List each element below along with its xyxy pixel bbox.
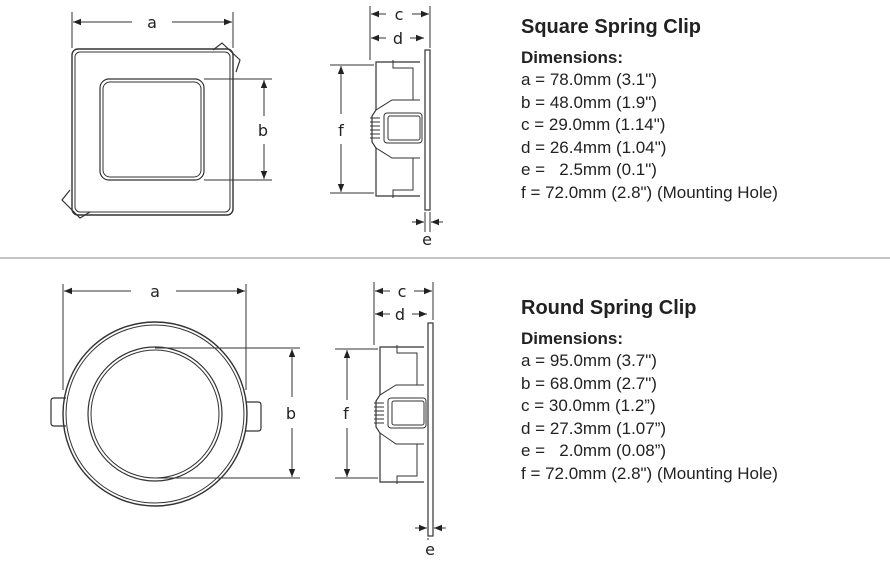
square-front-view [61, 12, 272, 219]
round-title: Round Spring Clip [521, 297, 697, 319]
round-side-view [335, 282, 446, 540]
square-dimensions-heading: Dimensions: [521, 48, 624, 67]
round-dim-f: f = 72.0mm (2.8") (Mounting Hole) [521, 463, 778, 483]
round-dim-b: b = 68.0mm (2.7") [521, 373, 657, 393]
square-dim-c: c = 29.0mm (1.14") [521, 115, 666, 134]
round-label-e: e [425, 540, 435, 559]
square-label-a: a [147, 13, 157, 32]
round-label-c: c [398, 282, 407, 301]
square-dim-a: a = 78.0mm (3.1") [521, 70, 657, 89]
square-label-b: b [258, 121, 268, 140]
square-spec-block: Square Spring Clip Dimensions: a = 78.0m… [521, 16, 778, 204]
square-dim-b: b = 48.0mm (1.9") [521, 92, 657, 112]
square-dim-d: d = 26.4mm (1.04") [521, 137, 667, 157]
round-spec-block: Round Spring Clip Dimensions: a = 95.0mm… [521, 297, 778, 485]
round-label-a: a [150, 282, 160, 301]
square-side-view [330, 6, 443, 232]
round-dimensions-heading: Dimensions: [521, 329, 624, 348]
round-label-d: d [395, 305, 405, 324]
round-label-b: b [286, 404, 296, 423]
round-dim-d: d = 27.3mm (1.07”) [521, 418, 667, 438]
square-label-c: c [395, 5, 404, 24]
round-label-f: f [343, 404, 349, 423]
square-dim-f: f = 72.0mm (2.8") (Mounting Hole) [521, 182, 778, 202]
square-label-e: e [422, 230, 432, 249]
square-label-f: f [338, 121, 344, 140]
round-dim-e: e = 2.0mm (0.08”) [521, 441, 667, 460]
round-front-view [50, 284, 300, 507]
square-label-d: d [393, 29, 403, 48]
square-title: Square Spring Clip [521, 16, 702, 38]
round-dim-c: c = 30.0mm (1.2”) [521, 396, 656, 415]
round-dim-a: a = 95.0mm (3.7") [521, 351, 657, 370]
square-dim-e: e = 2.5mm (0.1") [521, 160, 657, 179]
